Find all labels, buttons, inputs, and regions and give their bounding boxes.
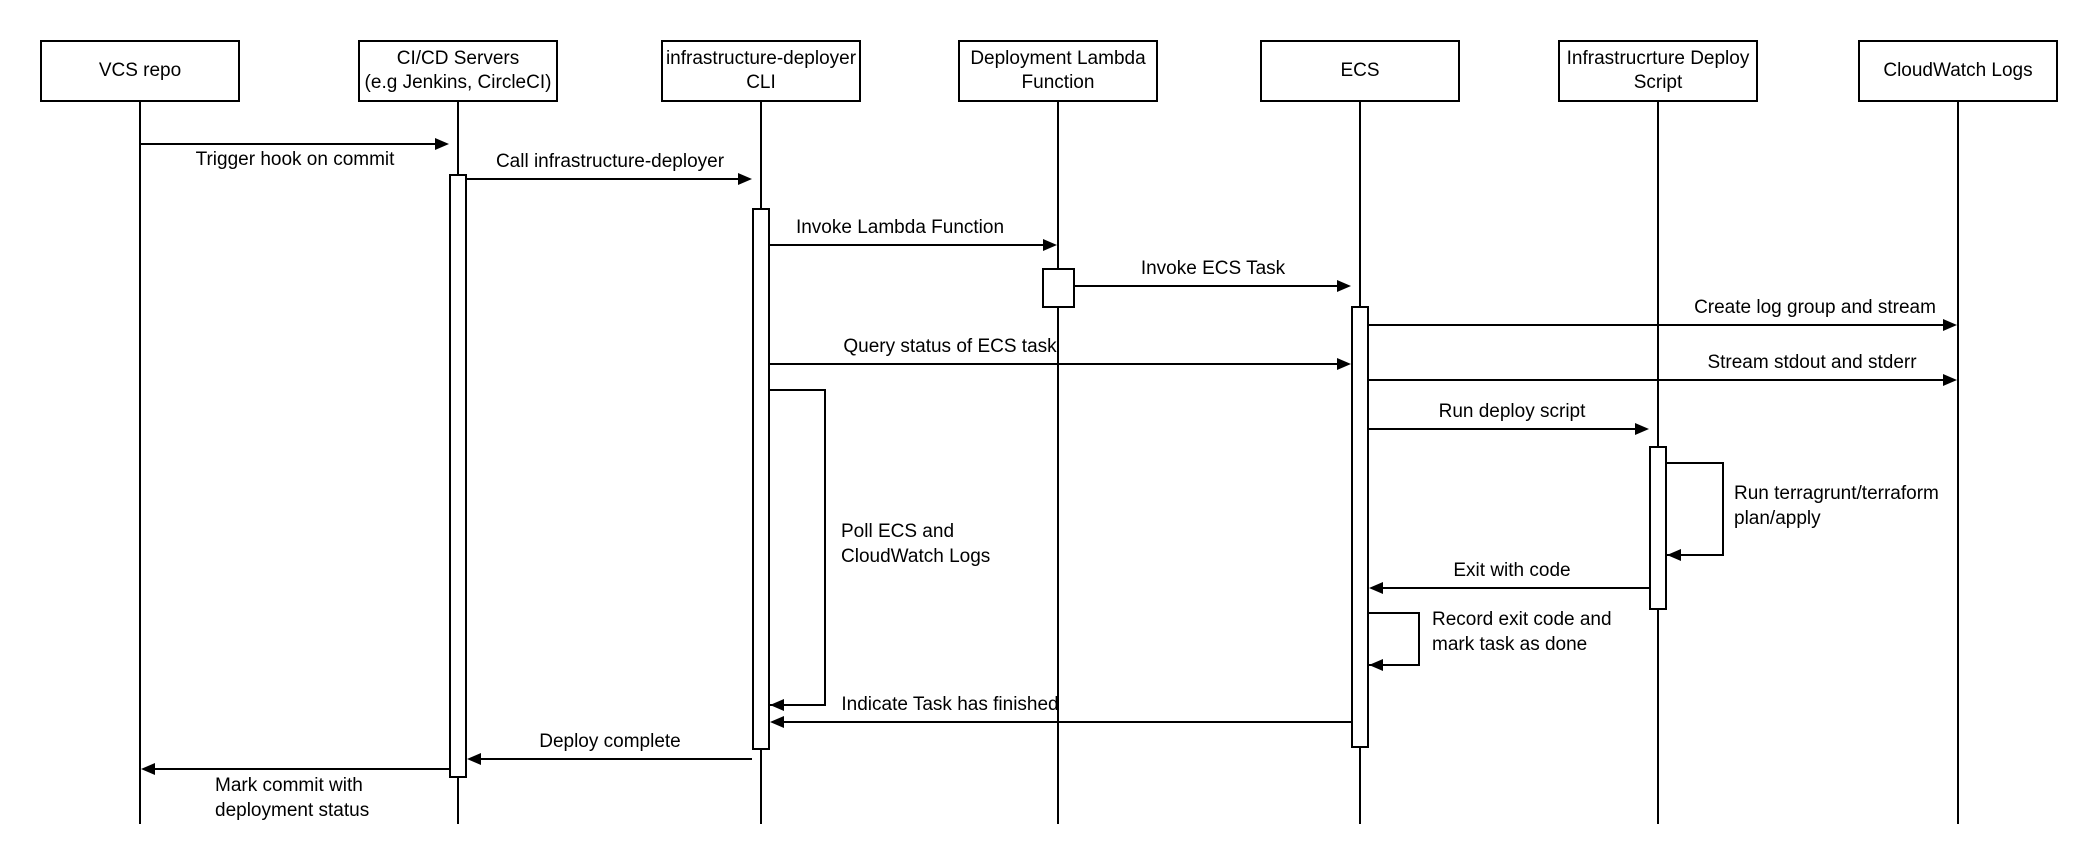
message-13-label: Indicate Task has finished [841, 694, 1059, 715]
message-9-label: Run terragrunt/terraform plan/apply [1734, 483, 1939, 529]
actor-infrastructure-deployer-cli: infrastructure-deployer CLI [661, 40, 861, 102]
message-11-line-bottom [1369, 664, 1420, 666]
actor-cicd-servers: CI/CD Servers (e.g Jenkins, CircleCI) [358, 40, 558, 102]
message-14-line [479, 758, 752, 760]
message-10-line [1381, 587, 1649, 589]
activation-deployment-lambda [1042, 268, 1075, 308]
actor-vcs-repo: VCS repo [40, 40, 240, 102]
lifeline-cloudwatch-logs [1957, 102, 1959, 824]
message-13-arrowhead-icon [770, 716, 784, 728]
message-2-line [467, 178, 740, 180]
message-5-arrowhead-icon [1943, 319, 1957, 331]
message-1-label: Trigger hook on commit [195, 149, 395, 170]
lifeline-vcs-repo [139, 102, 141, 824]
message-12-line-vertical [824, 389, 826, 706]
message-1-line [140, 143, 437, 145]
message-11-line-vertical [1418, 612, 1420, 666]
message-11-line-top [1369, 612, 1420, 614]
message-12-line-top [770, 389, 826, 391]
message-7-label: Stream stdout and stderr [1707, 352, 1917, 373]
actor-ecs: ECS [1260, 40, 1460, 102]
message-12-arrowhead-icon [770, 699, 784, 711]
message-14-arrowhead-icon [467, 753, 481, 765]
message-6-label: Query status of ECS task [843, 336, 1057, 357]
message-4-line [1075, 285, 1339, 287]
message-7-line [1369, 379, 1945, 381]
message-12-label: Poll ECS and CloudWatch Logs [841, 521, 991, 567]
message-10-arrowhead-icon [1369, 582, 1383, 594]
message-11-label: Record exit code and mark task as done [1432, 609, 1612, 655]
activation-ecs [1351, 306, 1369, 748]
message-8-label: Run deploy script [1438, 401, 1586, 422]
activation-infrastructure-deployer-cli [752, 208, 770, 750]
message-10-label: Exit with code [1453, 560, 1571, 581]
message-12-line-bottom [770, 704, 826, 706]
message-5-line [1369, 324, 1945, 326]
activation-cicd-servers [449, 174, 467, 778]
message-9-arrowhead-icon [1667, 549, 1681, 561]
message-11-arrowhead-icon [1369, 659, 1383, 671]
activation-infrastructure-deploy-script [1649, 446, 1667, 610]
message-8-line [1369, 428, 1637, 430]
message-1-arrowhead-icon [435, 138, 449, 150]
message-4-label: Invoke ECS Task [1140, 258, 1286, 279]
message-9-line-top [1667, 462, 1724, 464]
message-9-line-vertical [1722, 462, 1724, 556]
message-13-line [782, 721, 1351, 723]
message-7-arrowhead-icon [1943, 374, 1957, 386]
message-14-label: Deploy complete [539, 731, 681, 752]
message-3-line [770, 244, 1045, 246]
message-4-arrowhead-icon [1337, 280, 1351, 292]
message-3-arrowhead-icon [1043, 239, 1057, 251]
lifeline-deployment-lambda [1057, 102, 1059, 824]
message-2-arrowhead-icon [738, 173, 752, 185]
message-8-arrowhead-icon [1635, 423, 1649, 435]
message-15-label: Mark commit with deployment status [215, 775, 370, 821]
message-2-label: Call infrastructure-deployer [495, 151, 725, 172]
message-15-arrowhead-icon [141, 763, 155, 775]
message-15-line [153, 768, 449, 770]
actor-cloudwatch-logs: CloudWatch Logs [1858, 40, 2058, 102]
actor-infrastructure-deploy-script: Infrastrucrture Deploy Script [1558, 40, 1758, 102]
message-6-arrowhead-icon [1337, 358, 1351, 370]
message-5-label: Create log group and stream [1694, 297, 1936, 318]
message-9-line-bottom [1667, 554, 1724, 556]
actor-deployment-lambda-function: Deployment Lambda Function [958, 40, 1158, 102]
message-3-label: Invoke Lambda Function [795, 217, 1005, 238]
message-6-line [770, 363, 1339, 365]
